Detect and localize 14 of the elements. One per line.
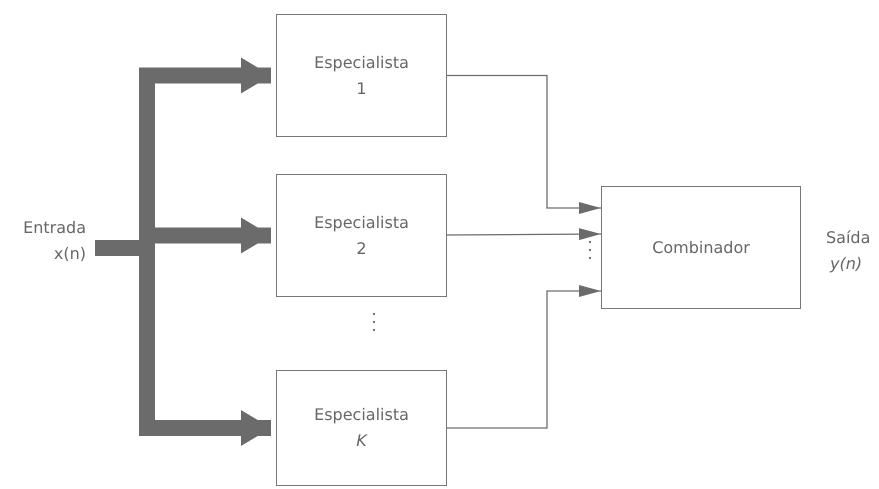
block-label: Especialista K <box>313 404 410 452</box>
input-label: Entrada x(n) <box>22 217 86 265</box>
block-label: Especialista 1 <box>313 52 410 100</box>
block-label: Combinador <box>651 236 751 258</box>
combiner-box <box>601 186 801 309</box>
block-label: Especialista 2 <box>313 212 410 260</box>
arrow <box>447 228 601 240</box>
arrow <box>447 285 601 429</box>
expert-box <box>276 14 447 137</box>
arrow <box>447 74 601 214</box>
expert-box <box>276 370 447 486</box>
output-symbol: y(n) <box>830 253 862 275</box>
output-label: Saída <box>826 227 870 249</box>
expert-box <box>276 174 447 297</box>
